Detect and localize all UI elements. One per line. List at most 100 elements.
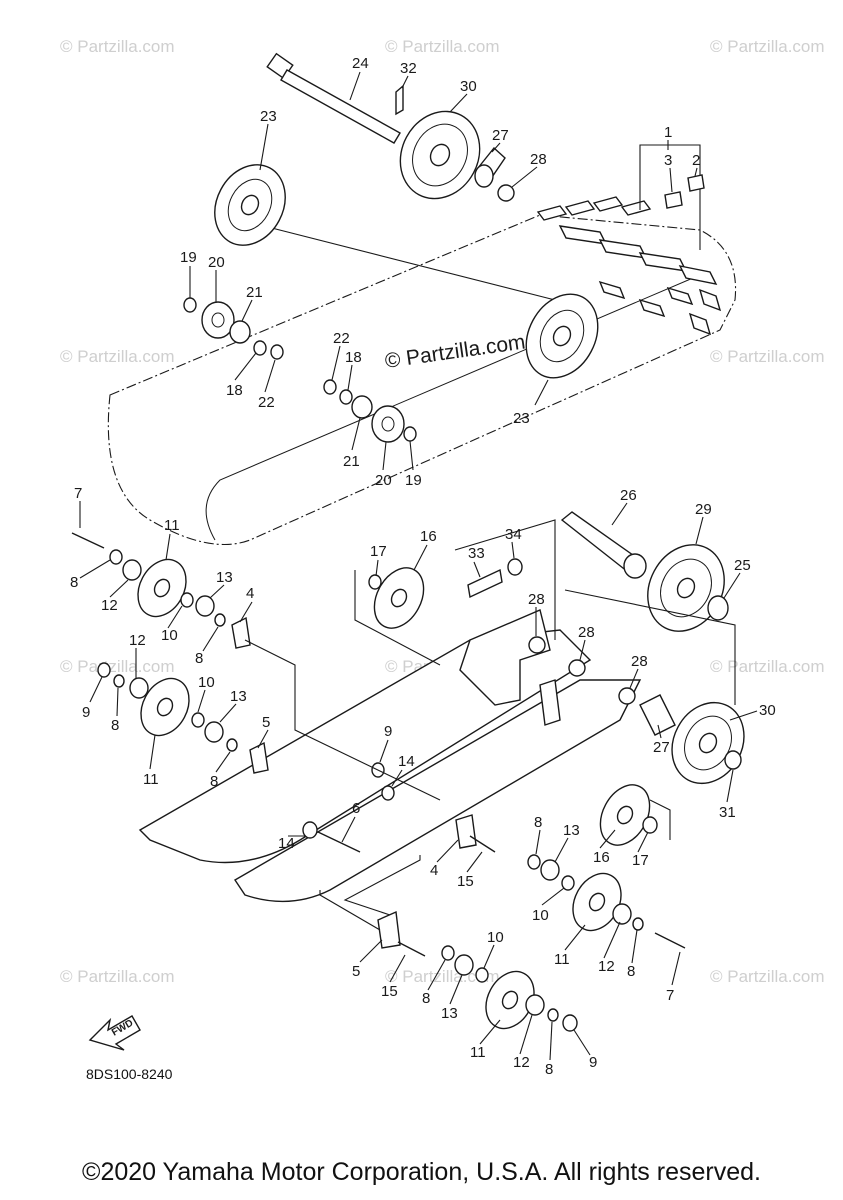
track-lugs (536, 196, 722, 336)
wheel-23-left (214, 164, 286, 246)
callout-11: 11 (554, 951, 570, 968)
callout-20: 20 (375, 472, 392, 489)
callout-9: 9 (82, 704, 90, 721)
callout-4: 4 (430, 862, 438, 879)
collar-12-b (129, 677, 149, 699)
callout-10: 10 (198, 674, 215, 691)
washer-8-d (226, 738, 238, 752)
washer-8-b (214, 613, 226, 627)
wheel-11-b (140, 677, 190, 737)
bolt-33 (467, 568, 503, 599)
washer-8-h (547, 1008, 559, 1022)
callout-28: 28 (530, 151, 547, 168)
bushing-10-a (180, 592, 194, 608)
callout-8: 8 (422, 990, 430, 1007)
wheel-20-upper (201, 301, 235, 339)
washer-28-a (528, 636, 546, 654)
collar-13-b (204, 721, 224, 743)
clip-2 (687, 174, 705, 192)
callout-28: 28 (631, 653, 648, 670)
nut-14-b (302, 821, 318, 839)
center-watermark: © Partzilla.com (383, 330, 526, 372)
washer-22-centre (323, 379, 337, 395)
callout-13: 13 (216, 569, 233, 586)
wheel-30-upper (399, 110, 481, 200)
callout-16: 16 (593, 849, 610, 866)
washer-8-a (109, 549, 123, 565)
nut-31 (724, 750, 742, 770)
washer-8-g (441, 945, 455, 961)
shaft-26 (560, 511, 647, 579)
collar-12-d (525, 994, 545, 1016)
callout-4: 4 (246, 585, 254, 602)
callout-24: 24 (352, 55, 369, 72)
callout-21: 21 (246, 284, 263, 301)
bushing-10-d (475, 967, 489, 983)
collar-27-lower (639, 694, 676, 736)
callout-23: 23 (260, 108, 277, 125)
slide-rail-right (234, 679, 642, 903)
wheel-20-centre (371, 405, 405, 443)
callout-5: 5 (262, 714, 270, 731)
callout-23: 23 (513, 410, 530, 427)
washer-8-e (527, 854, 541, 870)
washer-18-centre (339, 389, 353, 405)
washer-28-b (568, 659, 586, 677)
watermark: © Partzilla.com (385, 37, 500, 56)
nut-9-c (562, 1014, 578, 1032)
callout-20: 20 (208, 254, 225, 271)
callout-5: 5 (352, 963, 360, 980)
bolt-6 (317, 831, 361, 853)
pin-32 (395, 84, 404, 116)
nut-34 (507, 558, 523, 576)
upper-wheel-group (183, 52, 705, 443)
collar-27-upper (474, 146, 506, 188)
fwd-arrow: FWD (88, 1015, 141, 1051)
watermark: © Partzilla.com (60, 967, 175, 986)
callout-17: 17 (632, 852, 649, 869)
callout-30: 30 (759, 702, 776, 719)
callout-18: 18 (226, 382, 243, 399)
callout-27: 27 (492, 127, 509, 144)
washer-18-upper (253, 340, 267, 356)
nut-9-a (97, 662, 111, 678)
watermark: © Partzilla.com (710, 347, 825, 366)
bolt-7-upper (71, 532, 105, 549)
collar-13-c (540, 859, 560, 881)
washer-28-upper (497, 184, 515, 202)
callout-6: 6 (352, 800, 360, 817)
wheel-11-c (572, 872, 622, 932)
callout-31: 31 (719, 804, 736, 821)
callout-27: 27 (653, 739, 670, 756)
callout-22: 22 (258, 394, 275, 411)
washer-22-upper (270, 344, 284, 360)
washer-19-upper (183, 297, 197, 313)
collar-12-c (612, 903, 632, 925)
washer-19-centre (403, 426, 417, 442)
collar-12-a (122, 559, 142, 581)
clip-3 (664, 191, 683, 209)
bushing-10-b (191, 712, 205, 728)
collar-13-a (195, 595, 215, 617)
watermark: © Partzilla.com (60, 347, 175, 366)
callout-14: 14 (278, 835, 295, 852)
collar-17-upper (368, 574, 382, 590)
callout-8: 8 (195, 650, 203, 667)
callout-32: 32 (400, 60, 417, 77)
callout-10: 10 (487, 929, 504, 946)
callout-34: 34 (505, 526, 522, 543)
callout-22: 22 (333, 330, 350, 347)
callout-9: 9 (384, 723, 392, 740)
callout-10: 10 (161, 627, 178, 644)
callout-25: 25 (734, 557, 751, 574)
bushing-21-upper (229, 320, 251, 344)
callout-29: 29 (695, 501, 712, 518)
diagram-code: 8DS100-8240 (86, 1066, 173, 1082)
callout-19: 19 (405, 472, 422, 489)
callout-1: 1 (664, 124, 672, 141)
callout-15: 15 (381, 983, 398, 1000)
wheel-11-a (137, 558, 187, 618)
arm-5-lower (377, 910, 401, 949)
wheel-16-lower (599, 784, 651, 846)
